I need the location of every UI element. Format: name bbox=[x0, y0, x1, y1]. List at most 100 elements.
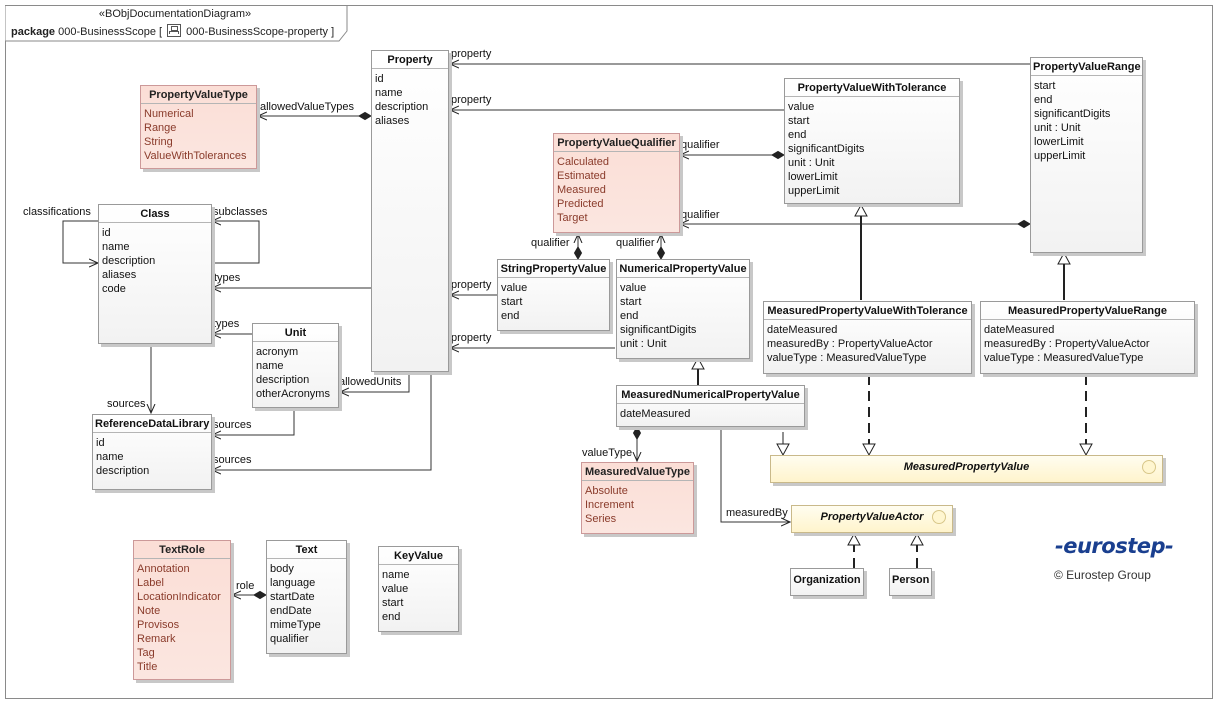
attribute: id bbox=[96, 437, 105, 449]
assoc-sources-property bbox=[212, 373, 432, 470]
eurostep-logo: -eurostep- bbox=[1055, 534, 1174, 558]
attribute: aliases bbox=[375, 115, 410, 127]
attribute-list: value start end significantDigits unit :… bbox=[785, 96, 959, 200]
attribute: description bbox=[96, 465, 150, 477]
label-allowed-value-types: allowedValueTypes bbox=[260, 101, 354, 113]
attribute: qualifier bbox=[270, 633, 309, 645]
attribute: name bbox=[102, 241, 130, 253]
enum-property-value-qualifier[interactable]: PropertyValueQualifier Calculated Estima… bbox=[553, 133, 680, 233]
attribute: upperLimit bbox=[1034, 150, 1086, 162]
attribute: mimeType bbox=[270, 619, 321, 631]
abstract-measured-property-value[interactable]: MeasuredPropertyValue bbox=[770, 455, 1163, 483]
class-key-value[interactable]: KeyValue name value start end bbox=[378, 546, 459, 632]
class-property[interactable]: Property id name description aliases bbox=[371, 50, 449, 372]
literal-list: Annotation Label LocationIndicator Note … bbox=[134, 558, 230, 676]
enum-literal: Provisos bbox=[137, 619, 180, 631]
class-title: MeasuredNumericalPropertyValue bbox=[621, 389, 800, 401]
label-qualifier-pvwt: qualifier bbox=[681, 139, 720, 151]
label-qualifier-range: qualifier bbox=[681, 209, 720, 221]
attribute: start bbox=[382, 597, 404, 609]
class-title: KeyValue bbox=[394, 550, 443, 562]
class-numerical-property-value[interactable]: NumericalPropertyValue value start end s… bbox=[616, 259, 750, 359]
attribute: otherAcronyms bbox=[256, 388, 330, 400]
attribute: description bbox=[256, 374, 310, 386]
enum-measured-value-type[interactable]: MeasuredValueType Absolute Increment Ser… bbox=[581, 462, 694, 534]
class-reference-data-library[interactable]: ReferenceDataLibrary id name description bbox=[92, 414, 212, 490]
enum-literal: Series bbox=[585, 513, 617, 525]
label-property-numerical: property bbox=[451, 332, 492, 344]
attribute: unit : Unit bbox=[788, 157, 835, 169]
attribute: name bbox=[96, 451, 124, 463]
class-measured-numerical-property-value[interactable]: MeasuredNumericalPropertyValue dateMeasu… bbox=[616, 385, 805, 427]
enum-literal: Target bbox=[557, 212, 588, 224]
label-qualifier-string: qualifier bbox=[531, 237, 570, 249]
literal-list: Absolute Increment Series bbox=[582, 480, 693, 528]
attribute: code bbox=[102, 283, 126, 295]
attribute: start bbox=[1034, 80, 1056, 92]
enum-literal: Title bbox=[137, 661, 158, 673]
class-title: PropertyValueWithTolerance bbox=[797, 82, 947, 94]
attribute-list: dateMeasured measuredBy : PropertyValueA… bbox=[764, 319, 971, 367]
attribute-list: value start end bbox=[498, 277, 609, 325]
attribute: id bbox=[375, 73, 384, 85]
diagram-header: «BObjDocumentationDiagram» package 000-B… bbox=[5, 5, 348, 42]
label-sources-unit: sources bbox=[213, 419, 252, 431]
interface-icon bbox=[932, 510, 946, 524]
attribute: end bbox=[620, 310, 639, 322]
attribute: significantDigits bbox=[788, 143, 865, 155]
attribute: lowerLimit bbox=[1034, 136, 1084, 148]
attribute: value bbox=[620, 282, 647, 294]
diagram-kind: package bbox=[11, 26, 56, 38]
class-title: Text bbox=[295, 544, 318, 556]
attribute: measuredBy : PropertyValueActor bbox=[984, 338, 1150, 350]
label-qualifier-numerical: qualifier bbox=[616, 237, 655, 249]
attribute: name bbox=[382, 569, 410, 581]
class-organization[interactable]: Organization bbox=[790, 568, 864, 596]
attribute: endDate bbox=[270, 605, 312, 617]
attribute: end bbox=[501, 310, 520, 322]
enum-literal: Estimated bbox=[557, 170, 606, 182]
copyright: © Eurostep Group bbox=[1054, 568, 1151, 582]
class-person[interactable]: Person bbox=[889, 568, 932, 596]
attribute-list: body language startDate endDate mimeType… bbox=[267, 558, 346, 648]
class-title: TextRole bbox=[159, 544, 205, 556]
enum-literal: Remark bbox=[137, 633, 176, 645]
class-measured-property-value-range[interactable]: MeasuredPropertyValueRange dateMeasured … bbox=[980, 301, 1195, 374]
class-title: MeasuredPropertyValueRange bbox=[1008, 305, 1167, 317]
class-title: NumericalPropertyValue bbox=[619, 263, 747, 275]
attribute: dateMeasured bbox=[767, 324, 838, 336]
attribute-list: id name description aliases code bbox=[99, 222, 211, 298]
attribute: body bbox=[270, 563, 294, 575]
attribute: value bbox=[382, 583, 409, 595]
attribute: unit : Unit bbox=[620, 338, 667, 350]
label-property-range: property bbox=[451, 48, 492, 60]
attribute: acronym bbox=[256, 346, 299, 358]
enum-literal: Absolute bbox=[585, 485, 628, 497]
enum-property-value-type[interactable]: PropertyValueType Numerical Range String… bbox=[140, 85, 257, 169]
enum-literal: Annotation bbox=[137, 563, 190, 575]
enum-literal: ValueWithTolerances bbox=[144, 150, 247, 162]
attribute-list: dateMeasured bbox=[617, 403, 804, 423]
enum-literal: Numerical bbox=[144, 108, 194, 120]
enum-text-role[interactable]: TextRole Annotation Label LocationIndica… bbox=[133, 540, 231, 680]
attribute: description bbox=[375, 101, 429, 113]
class-text[interactable]: Text body language startDate endDate mim… bbox=[266, 540, 347, 654]
assoc-sources-unit bbox=[212, 409, 295, 435]
attribute-list: start end significantDigits unit : Unit … bbox=[1031, 75, 1142, 165]
class-property-value-with-tolerance[interactable]: PropertyValueWithTolerance value start e… bbox=[784, 78, 960, 204]
attribute: dateMeasured bbox=[620, 408, 691, 420]
class-unit[interactable]: Unit acronym name description otherAcron… bbox=[252, 323, 339, 408]
class-string-property-value[interactable]: StringPropertyValue value start end bbox=[497, 259, 610, 331]
class-class[interactable]: Class id name description aliases code bbox=[98, 204, 212, 344]
attribute-list: value start end significantDigits unit :… bbox=[617, 277, 749, 353]
class-property-value-range[interactable]: PropertyValueRange start end significant… bbox=[1030, 57, 1143, 253]
attribute: language bbox=[270, 577, 316, 589]
attribute: end bbox=[788, 129, 807, 141]
enum-literal: Measured bbox=[557, 184, 606, 196]
class-measured-property-value-with-tolerance[interactable]: MeasuredPropertyValueWithTolerance dateM… bbox=[763, 301, 972, 374]
abstract-property-value-actor[interactable]: PropertyValueActor bbox=[791, 505, 953, 533]
attribute-list: id name description aliases bbox=[372, 68, 448, 130]
class-title: Organization bbox=[793, 574, 861, 586]
class-title: MeasuredValueType bbox=[585, 466, 690, 478]
